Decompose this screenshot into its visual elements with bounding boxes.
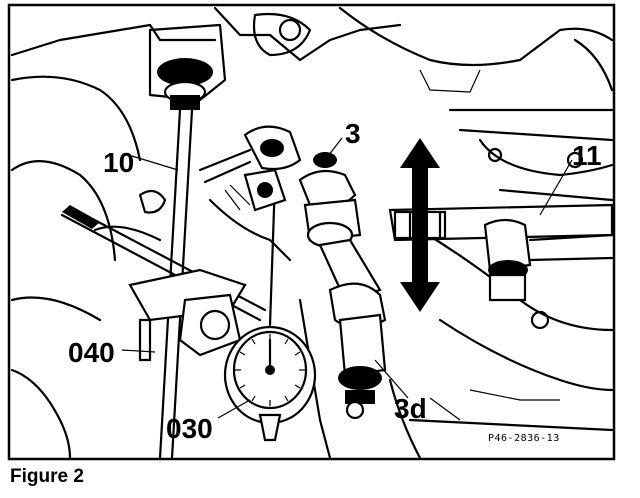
callout-3d: 3d <box>394 393 427 424</box>
double-vertical-arrow-icon <box>400 138 440 312</box>
upper-mount <box>148 23 227 110</box>
callout-11: 11 <box>572 140 602 171</box>
clamp <box>128 268 247 362</box>
dial-gauge-icon <box>223 178 317 442</box>
steering-lever <box>388 203 614 302</box>
control-arm-joint <box>198 125 302 212</box>
callout-040: 040 <box>68 337 115 368</box>
leader-lines <box>121 137 573 421</box>
steering-coupling <box>298 152 387 420</box>
callout-3: 3 <box>345 118 361 149</box>
reference-code: P46-2836-13 <box>488 433 560 444</box>
callout-10: 10 <box>103 147 134 178</box>
figure-caption: Figure 2 <box>10 466 84 487</box>
callout-030: 030 <box>166 413 213 444</box>
